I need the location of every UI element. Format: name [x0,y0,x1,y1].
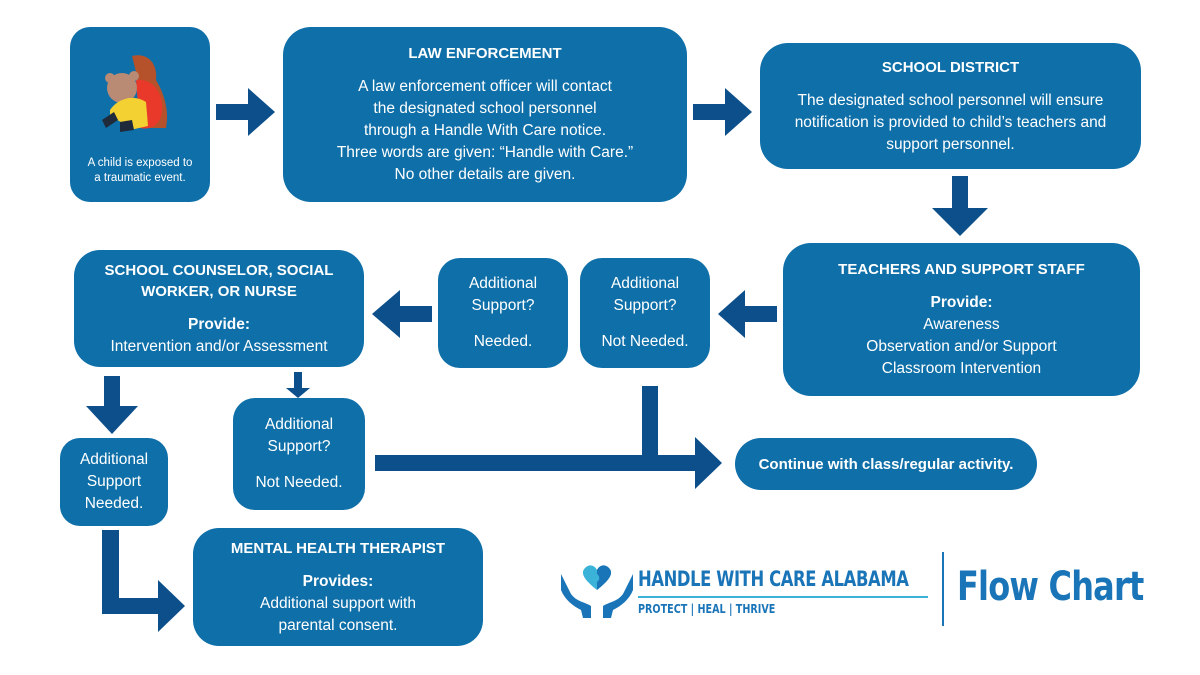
law-line: A law enforcement officer will contact [358,78,612,95]
therapist-box: MENTAL HEALTH THERAPIST Provides: Additi… [193,528,483,646]
support-not-needed-box-2: Additional Support? Not Needed. [233,398,365,510]
arrow-to-therapist [102,530,185,632]
arrow-teachers-to-support [718,290,777,338]
support-needed-box: Additional Support? Needed. [438,258,568,368]
counselor-title-line1: SCHOOL COUNSELOR, SOCIAL [104,261,334,279]
brand-tagline: PROTECT | HEAL | THRIVE [638,602,776,616]
decision-line: Additional [610,275,680,292]
arrow-counselor-down-left [86,376,138,434]
teachers-line: Awareness [923,316,1000,333]
decision-outcome: Not Needed. [601,333,689,350]
decision-line: Additional [264,416,334,433]
decision-line: Additional [468,275,538,292]
arrow-district-to-teachers [932,176,988,236]
district-line: support personnel. [886,135,1015,153]
arrow-law-to-district [693,88,752,136]
law-enforcement-title: LAW ENFORCEMENT [408,45,562,62]
law-line: No other details are given. [394,166,576,183]
teachers-provide-label: Provide: [930,294,993,311]
decision-line: Support? [267,438,331,455]
continue-activity-box: Continue with class/regular activity. [735,438,1037,490]
arrow-start-to-law [216,88,275,136]
teachers-line: Observation and/or Support [866,338,1057,355]
support-needed-box-2: Additional Support Needed. [60,438,168,526]
decision-outcome: Not Needed. [255,474,343,491]
counselor-line: Intervention and/or Assessment [110,337,328,355]
decision-line: Additional [79,451,149,468]
decision-outcome: Needed. [84,495,144,512]
teachers-line: Classroom Intervention [881,360,1042,377]
decision-line: Support [86,473,142,490]
district-line: The designated school personnel will ens… [797,91,1104,109]
brand-divider [942,552,944,626]
teachers-title: TEACHERS AND SUPPORT STAFF [838,261,1085,278]
child-with-teddy-illustration [102,55,168,132]
law-line: Three words are given: “Handle with Care… [336,144,634,161]
brand-name: HANDLE WITH CARE ALABAMA [638,567,909,591]
continue-activity-label: Continue with class/regular activity. [758,455,1014,473]
law-enforcement-box: LAW ENFORCEMENT A law enforcement office… [283,27,687,202]
law-line: the designated school personnel [373,100,597,117]
teachers-box: TEACHERS AND SUPPORT STAFF Provide: Awar… [783,243,1140,396]
hands-heart-logo-icon [561,565,633,618]
decision-line: Support? [471,297,535,314]
support-not-needed-box: Additional Support? Not Needed. [580,258,710,368]
start-box: A child is exposed to a traumatic event. [70,27,210,202]
district-line: notification is provided to child’s teac… [794,113,1107,131]
therapist-line: Additional support with [260,594,416,612]
school-district-box: SCHOOL DISTRICT The designated school pe… [760,43,1141,169]
counselor-title-line2: WORKER, OR NURSE [141,282,297,300]
doc-title: Flow Chart [957,564,1144,610]
law-line: through a Handle With Care notice. [363,122,607,139]
brand-underline [638,596,928,598]
start-caption-line1: A child is exposed to [87,157,193,169]
therapist-provides-label: Provides: [302,572,374,590]
therapist-title: MENTAL HEALTH THERAPIST [230,539,446,557]
start-caption-line2: a traumatic event. [94,172,186,184]
arrow-needed-to-counselor [372,290,432,338]
counselor-provide-label: Provide: [187,315,250,333]
therapist-line: parental consent. [278,616,398,634]
decision-outcome: Needed. [473,333,533,350]
arrow-counselor-down-small [286,372,310,398]
arrow-to-continue [375,386,722,489]
school-district-title: SCHOOL DISTRICT [881,58,1020,76]
decision-line: Support? [613,297,677,314]
counselor-box: SCHOOL COUNSELOR, SOCIAL WORKER, OR NURS… [74,250,364,367]
